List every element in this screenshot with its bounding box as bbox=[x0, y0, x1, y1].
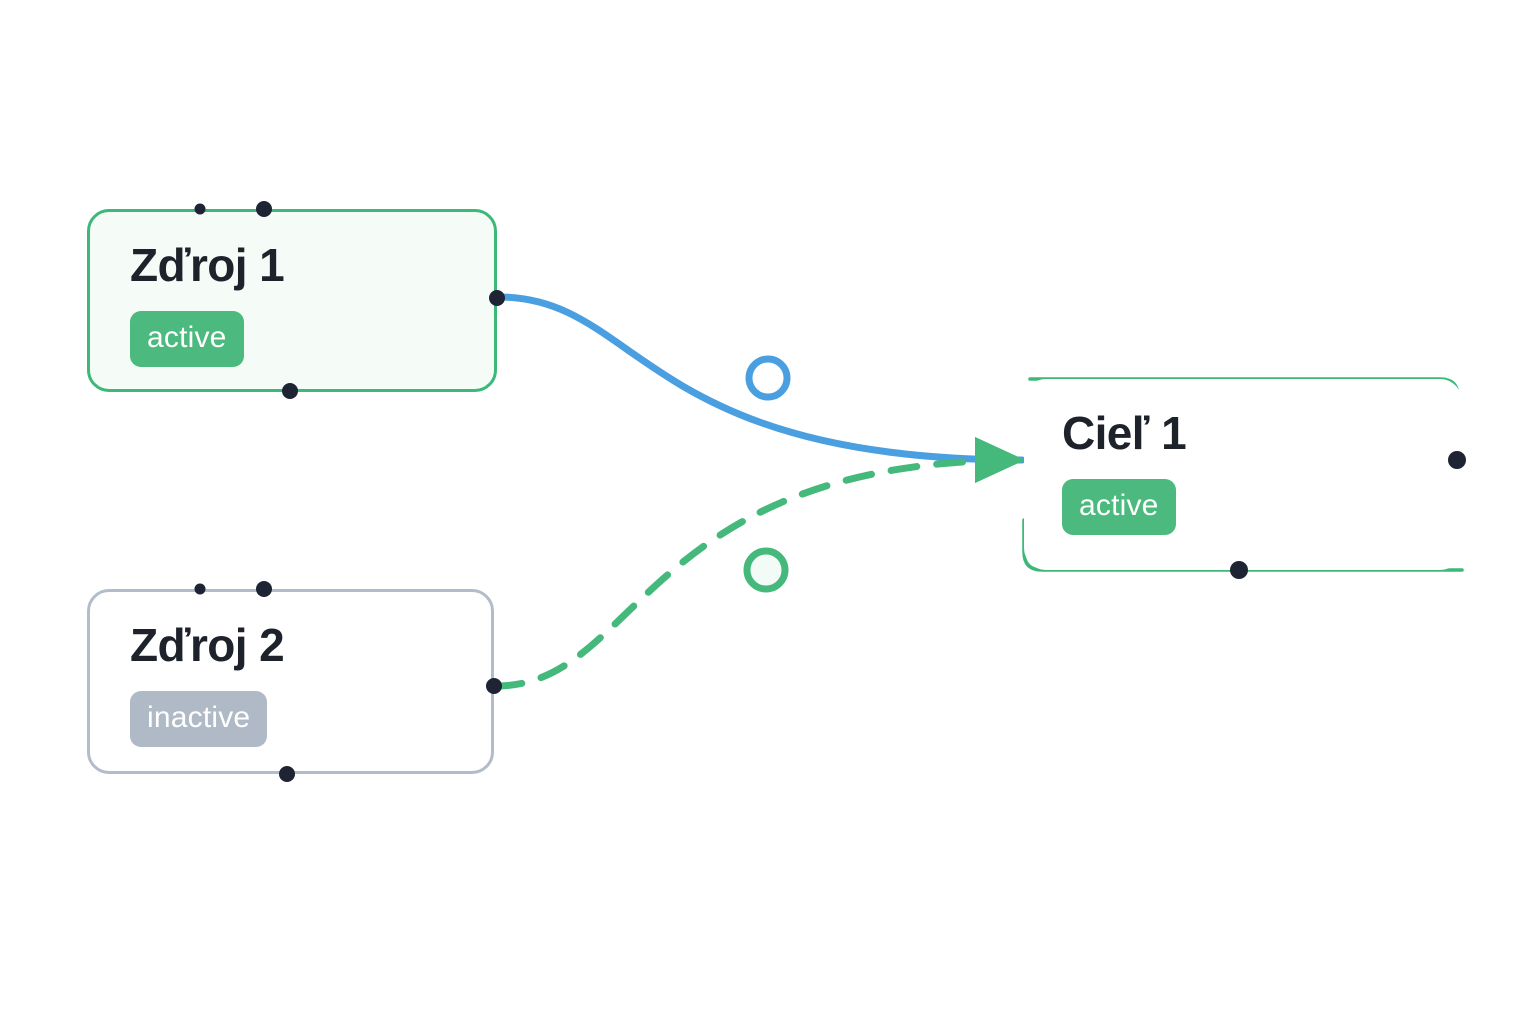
edge-zdroj1-ciel1-midpoint-marker[interactable] bbox=[745, 355, 791, 401]
ciel-1-handle-bottom[interactable] bbox=[1230, 561, 1248, 579]
node-zdroj-2-status-badge: inactive bbox=[130, 691, 268, 747]
zdroj-2-handle-bottom[interactable] bbox=[279, 766, 295, 782]
edge-zdroj2-ciel1-midpoint-marker[interactable] bbox=[743, 547, 789, 593]
node-ciel-1-status-badge: active bbox=[1062, 479, 1176, 535]
zdroj-1-handle-bottom[interactable] bbox=[282, 383, 298, 399]
zdroj-1-handle-right[interactable] bbox=[489, 290, 505, 306]
edge-zdroj2-ciel1-path[interactable] bbox=[492, 456, 1026, 690]
zdroj-2-handle-top-right[interactable] bbox=[256, 581, 272, 597]
node-ciel-1-title: Cieľ 1 bbox=[1062, 407, 1187, 459]
ciel-1-handle-right[interactable] bbox=[1448, 451, 1466, 469]
node-zdroj-2[interactable]: Zďroj 2 inactive bbox=[87, 589, 494, 774]
zdroj-2-handle-top-left[interactable] bbox=[194, 583, 206, 595]
node-zdroj-2-title: Zďroj 2 bbox=[130, 619, 285, 671]
zdroj-1-handle-top-left[interactable] bbox=[194, 203, 206, 215]
node-zdroj-1[interactable]: Zďroj 1 active bbox=[87, 209, 497, 392]
zdroj-1-handle-top-right[interactable] bbox=[256, 201, 272, 217]
edge-zdroj1-ciel1-path[interactable] bbox=[495, 293, 1026, 464]
node-ciel-1[interactable]: Cieľ 1 active bbox=[1024, 379, 1462, 570]
edge-zdroj2-ciel1-arrowhead bbox=[975, 437, 1025, 483]
zdroj-2-handle-right[interactable] bbox=[486, 678, 502, 694]
node-zdroj-1-status-badge: active bbox=[130, 311, 244, 367]
node-zdroj-1-title: Zďroj 1 bbox=[130, 239, 285, 291]
edge-zdroj1-ciel1-arrowhead bbox=[975, 437, 1025, 483]
